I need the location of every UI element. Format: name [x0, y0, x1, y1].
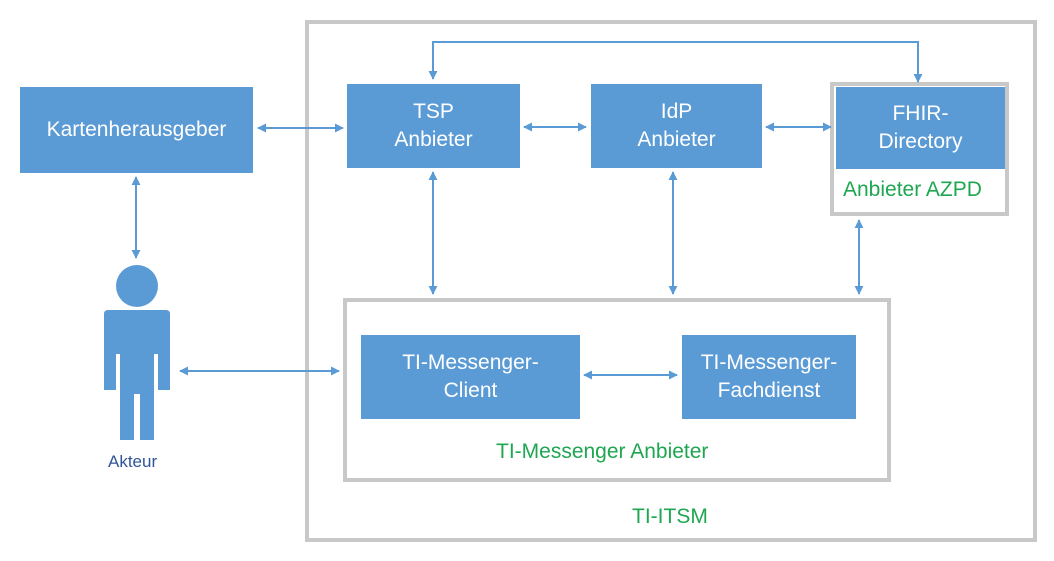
akteur-label: Akteur [108, 452, 158, 471]
ti-messenger-anbieter-frame [343, 298, 891, 482]
person-icon [104, 265, 170, 440]
anbieter-azpd-frame [830, 82, 1009, 216]
ti-itsm-frame [305, 20, 1037, 542]
ti-messenger-client-box: TI-Messenger- Client [361, 335, 580, 419]
idp-anbieter-box: IdP Anbieter [591, 84, 762, 168]
fhir-directory-box: FHIR- Directory [836, 87, 1005, 169]
ti-messenger-anbieter-label: TI-Messenger Anbieter [496, 440, 709, 463]
anbieter-azpd-label: Anbieter AZPD [843, 178, 982, 201]
arrow-tsp-fhir-top [428, 41, 923, 83]
tsp-anbieter-box: TSP Anbieter [347, 84, 520, 168]
kartenherausgeber-box: Kartenherausgeber [20, 87, 253, 173]
ti-messenger-fachdienst-box: TI-Messenger- Fachdienst [682, 335, 856, 419]
ti-itsm-label: TI-ITSM [632, 505, 708, 528]
